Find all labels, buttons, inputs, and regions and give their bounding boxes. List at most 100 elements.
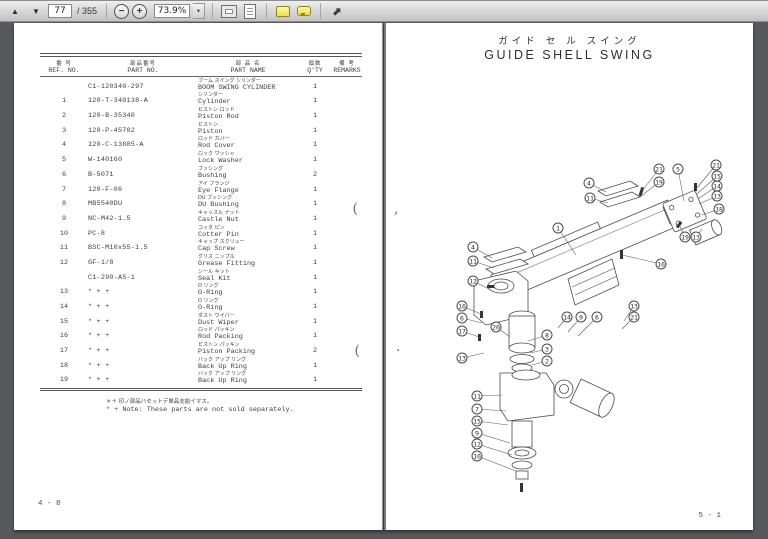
chevron-down-icon: ▼ (196, 8, 201, 14)
cell-part-no: * + + (88, 347, 110, 356)
cell-qty: 1 (312, 317, 318, 326)
cell-part-name: シリンダー Cylinder (198, 92, 231, 107)
table-row: 10 PC-8 コッタ ピン Cotter Pin 1 (40, 224, 362, 239)
parts-table: 番 号 REF. NO. 部品番号 PART NO. 部 品 名 PART NA… (40, 53, 362, 416)
arrow-up-icon: ▲ (11, 6, 19, 16)
table-row: 17 * + + ピストン パッキン Piston Packing 2 (40, 341, 362, 357)
cell-ref-no: 5 (61, 156, 67, 165)
cell-part-no: 120-F-06 (88, 185, 123, 194)
cell-part-no: 120-P-45702 (88, 126, 136, 135)
cell-qty: 1 (312, 126, 318, 135)
scan-artifact: ( (352, 201, 358, 217)
table-row: C1-290-AS-1 シール キット Seal Kit 1 (40, 268, 362, 283)
cell-ref-no: 18 (59, 361, 69, 370)
cell-part-no: 120-C-13885-A (88, 141, 144, 150)
fit-page-button[interactable] (241, 3, 259, 19)
fit-width-icon (221, 4, 238, 18)
fit-width-button[interactable] (220, 3, 238, 19)
document-area[interactable]: 番 号 REF. NO. 部品番号 PART NO. 部 品 名 PART NA… (0, 23, 768, 539)
zoom-out-button[interactable]: − (114, 3, 130, 19)
cell-part-no: 120-B-35340 (88, 112, 136, 121)
part-callout: 19 (653, 176, 665, 188)
part-callout: 10 (471, 450, 483, 462)
part-callout: 1 (552, 222, 564, 234)
fit-page-icon (244, 3, 257, 19)
speech-bubble-icon (297, 6, 312, 16)
cell-part-name: ピストン Piston (198, 121, 223, 136)
part-callout: 4 (583, 177, 595, 189)
page-number-left: 4 - 8 (38, 500, 61, 508)
table-row: 8 MB5540DU DU ブッシング DU Bushing 1 (40, 195, 362, 210)
previous-page-button[interactable]: ▲ (6, 3, 24, 19)
page-number-input[interactable] (48, 4, 72, 18)
part-callout: 12 (467, 275, 479, 287)
cell-part-name: ブッシング Bushing (198, 165, 227, 180)
table-row: 18 * + + バック アップ リング Back Up Ring 1 (40, 356, 362, 371)
header-part-no: 部品番号 PART NO. (127, 61, 159, 74)
cell-qty: 1 (312, 244, 318, 253)
diagram-title-english: GUIDE SHELL SWING (484, 48, 655, 62)
header-qty: 個数 Q'TY (307, 61, 323, 74)
part-callout: 13 (628, 300, 640, 312)
header-part-name: 部 品 名 PART NAME (230, 61, 266, 74)
table-note: ＊＋ 印ノ部品ハセットデ単品支給イマス。 * + Note: These par… (106, 397, 362, 415)
note-english: * + Note: These parts are not sold separ… (106, 406, 294, 415)
cell-ref-no: 17 (59, 347, 69, 356)
cell-ref-no (40, 91, 88, 92)
cell-part-no: PC-8 (88, 229, 106, 238)
zoom-level-input[interactable] (154, 4, 191, 18)
cell-qty: 1 (312, 185, 318, 194)
cell-qty: 1 (312, 273, 318, 282)
cell-qty: 1 (312, 82, 318, 91)
table-row: 14 * + + O リング O-Ring 1 (40, 297, 362, 313)
cell-part-no: * + + (88, 332, 110, 341)
cell-ref-no: 10 (59, 229, 69, 238)
cell-qty: 1 (312, 200, 318, 209)
table-row: 13 * + + O リング O-Ring 1 (40, 283, 362, 298)
part-callout: 15 (471, 415, 483, 427)
part-callout: 21 (653, 163, 665, 175)
cell-part-no: * + + (88, 317, 110, 326)
cell-part-no: * + + (88, 376, 110, 385)
table-header-row: 番 号 REF. NO. 部品番号 PART NO. 部 品 名 PART NA… (40, 53, 362, 77)
page-number-right: 5 - 1 (698, 512, 721, 520)
cell-qty: 2 (312, 170, 318, 179)
table-row: 16 * + + ロッド パッキン Rod Packing 1 (40, 327, 362, 342)
part-callout: 11 (584, 192, 596, 204)
cell-qty: 1 (312, 112, 318, 121)
scan-artifact: . (396, 339, 401, 355)
fullscreen-button[interactable]: ⬈ (328, 3, 346, 19)
cell-qty: 1 (312, 376, 318, 385)
toolbar-separator (266, 3, 268, 19)
cell-ref-no: 14 (59, 303, 69, 311)
cell-part-name: DU ブッシング DU Bushing (198, 195, 239, 210)
part-callout: 2 (541, 355, 553, 367)
table-row: 19 * + + バック アップ リング Back Up Ring 1 (40, 371, 362, 386)
part-callout: 20 (490, 321, 502, 333)
cell-part-no: * + + (88, 303, 110, 311)
part-callout: 17 (456, 325, 468, 337)
zoom-dropdown-button[interactable]: ▼ (193, 3, 206, 19)
cell-part-no: BSC-M10x55-1.5 (88, 244, 148, 253)
zoom-in-button[interactable]: + (132, 3, 148, 19)
cell-part-name: コッタ ピン Cotter Pin (198, 224, 239, 239)
table-row: 4 120-C-13885-A ロッド カバー Rod Cover 1 (40, 136, 362, 151)
table-row: 11 BSC-M10x55-1.5 キャップ スクリュー Cap Screw 1 (40, 239, 362, 254)
header-ref-no: 番 号 REF. NO. (48, 61, 80, 74)
cell-ref-no: 16 (59, 332, 69, 341)
cell-ref-no: 12 (59, 258, 69, 267)
table-row: 12 GF-1/8 グリス ニップル Grease Fitting 1 (40, 253, 362, 268)
text-callout-button[interactable] (295, 3, 313, 19)
cell-part-name: ピストン パッキン Piston Packing (198, 342, 256, 357)
part-callout: 21 (710, 159, 722, 171)
callout-leader-lines (461, 164, 720, 472)
cell-qty: 2 (312, 347, 318, 356)
table-row: 15 * + + ダスト ワイパー Dust Wiper 1 (40, 312, 362, 327)
sticky-note-button[interactable] (274, 3, 292, 19)
part-callout: 6 (456, 312, 468, 324)
part-callout: 21 (628, 311, 640, 323)
part-callout: 13 (456, 352, 468, 364)
diagram-title-japanese: ガイド セ ル スイング (498, 36, 641, 47)
next-page-button[interactable]: ▼ (27, 3, 45, 19)
cell-ref-no: 6 (61, 170, 67, 179)
